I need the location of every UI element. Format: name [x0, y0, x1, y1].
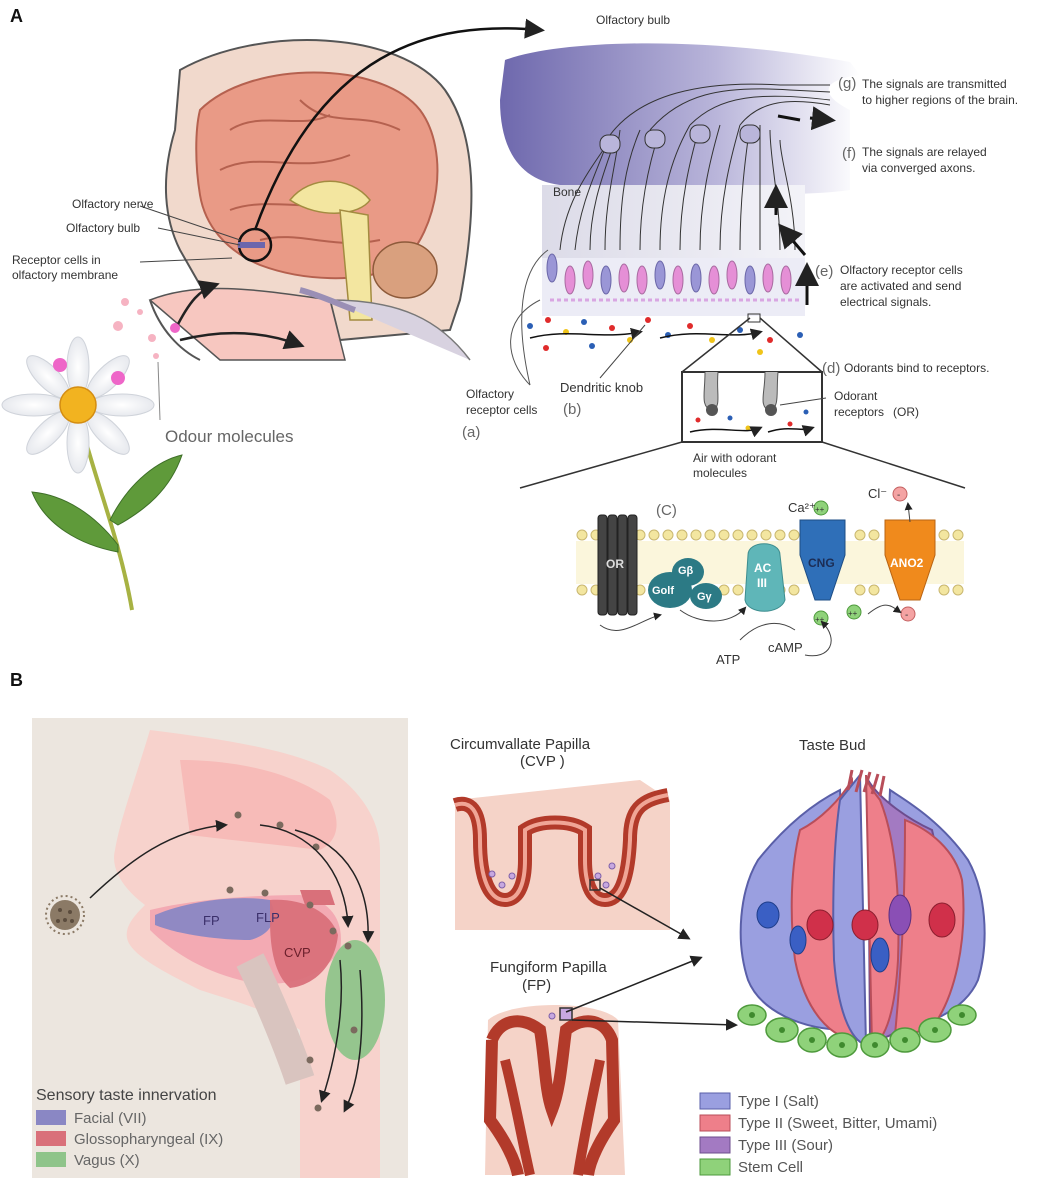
receptor-cell-row: [546, 253, 800, 302]
label-g-beta: Gβ: [678, 565, 694, 577]
label-camp: cAMP: [768, 640, 803, 655]
panel-b-letter: B: [10, 670, 23, 690]
legend-label-type1: Type I (Salt): [738, 1093, 819, 1110]
legend-swatch-facial: [36, 1110, 66, 1125]
panel-a-letter: A: [10, 6, 23, 26]
label-olfactory-nerve: Olfactory nerve: [72, 197, 154, 211]
daisy-flower-illustration: [1, 336, 183, 611]
tag-c: (C): [656, 502, 677, 519]
label-olfactory-receptor-cells-line1: Olfactory: [466, 387, 514, 401]
label-f-line2: via converged axons.: [862, 161, 975, 175]
olfactory-bulb-detail: [500, 43, 860, 355]
tag-f: (f): [842, 145, 856, 162]
legend-swatch-type2: [699, 1114, 731, 1132]
label-odorant-receptors-line1: Odorant: [834, 389, 878, 403]
label-cl: Cl⁻: [868, 486, 887, 501]
innervation-legend: Sensory taste innervation Facial (VII) G…: [36, 1087, 223, 1169]
cvp-title-line2: (CVP ): [520, 753, 565, 770]
tag-a: (a): [462, 424, 480, 441]
label-air-line1: Air with odorant: [693, 451, 777, 465]
label-f-line1: The signals are relayed: [862, 145, 987, 159]
legend-swatch-type3: [699, 1136, 731, 1154]
fp-title-line2: (FP): [522, 977, 551, 994]
label-e-line2: are activated and send: [840, 279, 961, 293]
legend-label-type2: Type II (Sweet, Bitter, Umami): [738, 1115, 937, 1132]
legend-label-type3: Type III (Sour): [738, 1137, 833, 1154]
tag-g: (g): [838, 75, 856, 92]
tongue-label-flp: FLP: [256, 910, 280, 925]
label-dendritic-knob: Dendritic knob: [560, 380, 643, 395]
label-d: Odorants bind to receptors.: [844, 361, 989, 375]
tongue-label-cvp: CVP: [284, 945, 311, 960]
label-ac-line1: AC: [754, 561, 772, 575]
label-g-gamma: Gγ: [697, 591, 713, 603]
label-ca-plus-bottom: ++: [815, 615, 825, 624]
head-sagittal-illustration: [148, 18, 545, 361]
taste-bud-title: Taste Bud: [799, 737, 866, 754]
legend-label-facial: Facial (VII): [74, 1110, 147, 1127]
cvp-title-line1: Circumvallate Papilla: [450, 736, 591, 753]
label-atp: ATP: [716, 652, 740, 667]
label-olfactory-receptor-cells-line2: receptor cells: [466, 403, 537, 417]
label-g-line2: to higher regions of the brain.: [862, 93, 1018, 107]
label-cl-minus-bottom: -: [905, 610, 908, 621]
legend-label-stem: Stem Cell: [738, 1159, 803, 1176]
label-ano2: ANO2: [890, 556, 924, 570]
tag-e: (e): [815, 263, 833, 280]
label-odorant-receptors-line2: receptors: [834, 405, 884, 419]
tongue-label-fp: FP: [203, 913, 220, 928]
odorant-receptor-zoom: [519, 313, 966, 489]
legend-label-vagus: Vagus (X): [74, 1152, 140, 1169]
label-cng: CNG: [808, 556, 835, 570]
circumvallate-papilla-illustration: [452, 780, 691, 940]
label-receptor-cells-line1: Receptor cells in: [12, 253, 101, 267]
label-ca-plus-top: ++: [815, 505, 825, 514]
odorant-dots: [527, 317, 803, 355]
legend-swatch-vagus: [36, 1152, 66, 1167]
label-olfactory-bulb-head: Olfactory bulb: [66, 221, 140, 235]
innervation-legend-title: Sensory taste innervation: [36, 1087, 217, 1104]
fp-title-line1: Fungiform Papilla: [490, 959, 607, 976]
label-olfactory-bulb-title: Olfactory bulb: [596, 13, 670, 27]
tag-d: (d): [822, 360, 840, 377]
label-air-line2: molecules: [693, 466, 747, 480]
odour-molecule-dots: [113, 298, 180, 359]
label-cl-minus-top: -: [897, 490, 900, 501]
tongue-innervation-illustration: [32, 718, 408, 1178]
label-g-line1: The signals are transmitted: [862, 77, 1007, 91]
label-bone: Bone: [553, 185, 581, 199]
label-g-olf: Golf: [652, 585, 674, 597]
label-e-line3: electrical signals.: [840, 295, 931, 309]
label-ac-line2: III: [757, 576, 767, 590]
label-or-receptor: OR: [606, 557, 624, 571]
legend-swatch-stem: [699, 1158, 731, 1176]
legend-swatch-glossopharyngeal: [36, 1131, 66, 1146]
tag-or: (OR): [893, 405, 919, 419]
legend-swatch-type1: [699, 1092, 731, 1110]
label-ca: Ca²⁺: [788, 500, 816, 515]
label-odour-molecules: Odour molecules: [165, 427, 294, 446]
label-ca-plus-side: ++: [848, 609, 858, 618]
label-receptor-cells-line2: olfactory membrane: [12, 268, 118, 282]
membrane-signaling-diagram: [576, 486, 964, 657]
cell-type-legend: Type I (Salt) Type II (Sweet, Bitter, Um…: [699, 1092, 937, 1176]
taste-bud-illustration: [737, 769, 986, 1058]
label-e-line1: Olfactory receptor cells: [840, 263, 963, 277]
legend-label-glossopharyngeal: Glossopharyngeal (IX): [74, 1131, 223, 1148]
fungiform-papilla-illustration: [483, 955, 738, 1177]
tag-b: (b): [563, 401, 581, 418]
